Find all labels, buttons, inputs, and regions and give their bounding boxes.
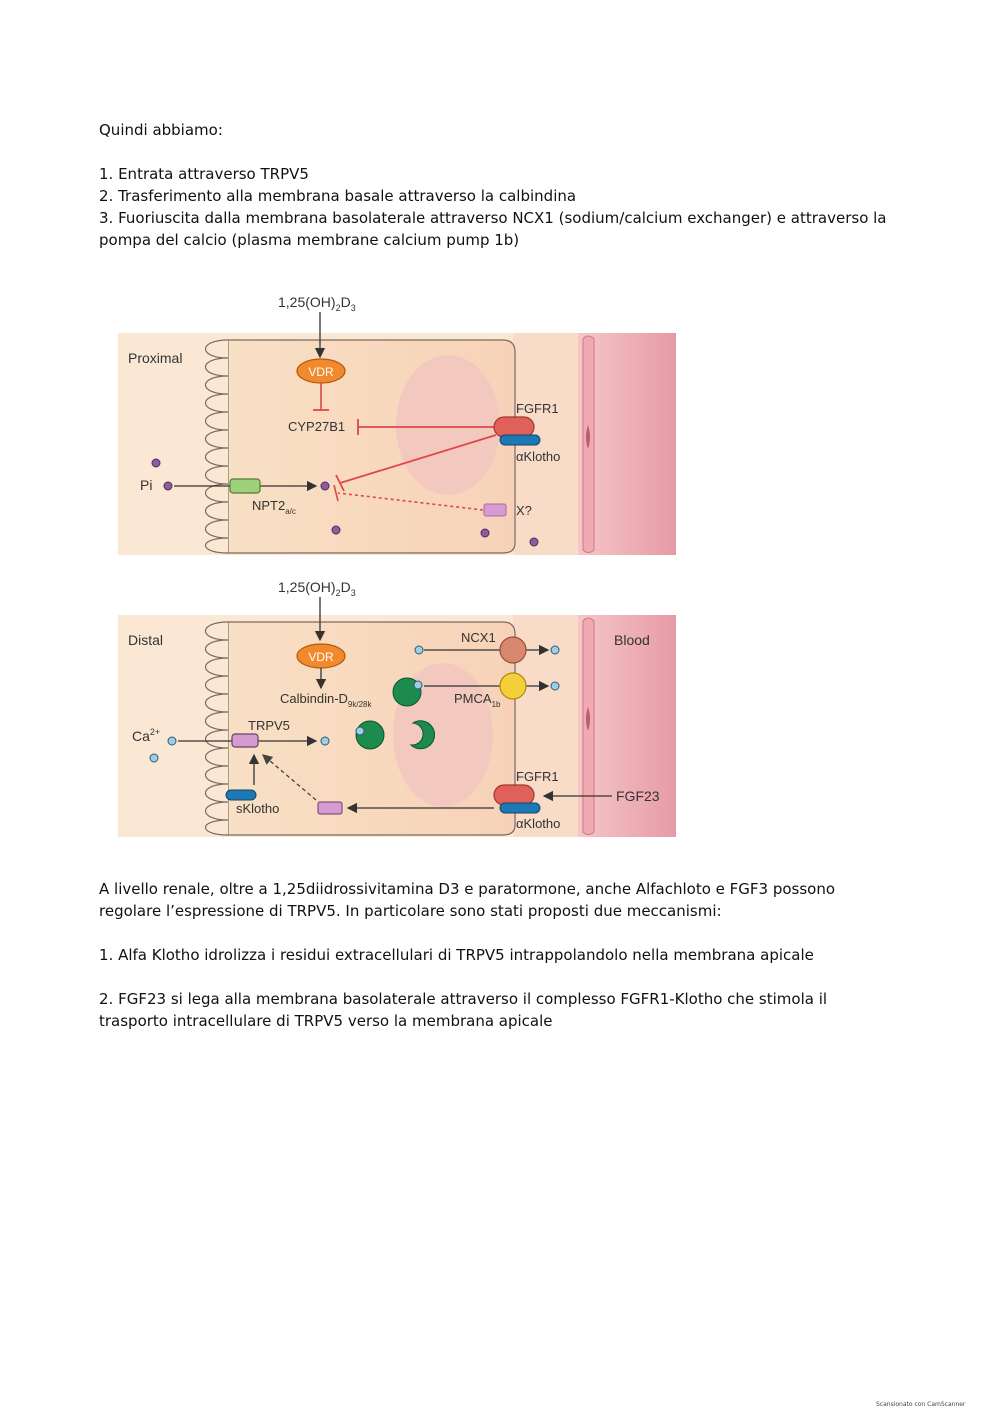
mechanism-2: 2. FGF23 si lega alla membrana basolater… [99,990,828,1030]
pi-particle [163,481,173,491]
pmca-label: PMCA1b [454,691,501,709]
trpv5-trafficking-arrow [262,754,317,801]
proximal-label: Proximal [128,350,182,366]
pmca-pump [499,672,527,700]
scanner-watermark: Scansionato con CamScanner [876,1401,966,1408]
proximal-endothelial-nucleus [586,425,590,449]
pi-particle [320,481,330,491]
x-factor [483,503,507,517]
npt2-transporter [229,478,261,494]
x-npt2-inhibition [337,492,484,511]
distal-klotho-label: αKlotho [516,816,560,831]
proximal-panel: Proximal 1,25(OH)2D3 VDR CYP27B1 FGFR1 α… [118,294,676,555]
step-item: 2. Trasferimento alla membrana basale at… [99,187,577,205]
steps-list: 1. Entrata attraverso TRPV5 2. Trasferim… [99,163,899,251]
distal-endothelial-nucleus [586,707,590,731]
pi-label: Pi [140,477,152,493]
ca-particle [550,645,560,655]
ca-particle [414,645,424,655]
ncx1-label: NCX1 [461,630,496,645]
pi-particle [331,525,341,535]
fgfr1-npt2-inhibition [339,434,497,484]
ca-particle [320,736,330,746]
pi-particle [480,528,490,538]
distal-panel: 1,25(OH)2D3 Distal Blood VDR Calbindin-D… [118,579,676,837]
distal-vdr-label: VDR [308,650,334,664]
x-label: X? [516,503,532,518]
fgfr1-npt2-inhibition-bar [335,474,345,492]
npt2-label: NPT2a/c [252,498,296,516]
step-item: 3. Fuoriuscita dalla membrana basolatera… [99,209,887,249]
pi-particle [529,537,539,547]
sklotho-label: sKlotho [236,801,279,816]
ca-label: Ca2+ [132,727,160,744]
blood-label: Blood [614,632,650,648]
distal-hormone-label: 1,25(OH)2D3 [278,579,356,598]
ca-particle [149,753,159,763]
trpv5-vesicle [317,801,343,815]
proximal-nucleus [396,355,500,495]
mechanism-1: 1. Alfa Klotho idrolizza i residui extra… [99,946,814,964]
proximal-klotho-label: αKlotho [516,449,560,464]
step-item: 1. Entrata attraverso TRPV5 [99,165,309,183]
pi-particle [151,458,161,468]
fgf23-label: FGF23 [616,788,660,804]
distal-fgfr1 [493,784,535,806]
calbindin-label: Calbindin-D9k/28k [280,691,372,709]
paragraph-mechanisms: A livello renale, oltre a 1,25diidrossiv… [99,880,836,920]
proximal-fgfr1 [493,416,535,438]
proximal-klotho [499,434,541,446]
proximal-fgfr1-label: FGFR1 [516,401,559,416]
ca-particle [355,726,365,736]
trpv5-channel [231,733,259,748]
intro-text: Quindi abbiamo: [99,121,223,139]
trpv5-label: TRPV5 [248,718,290,733]
calbindin-protein [409,720,436,750]
sklotho-protein [225,789,257,801]
proximal-vdr-label: VDR [308,365,334,379]
figure-svg: Proximal 1,25(OH)2D3 VDR CYP27B1 FGFR1 α… [118,294,676,837]
proximal-hormone-label: 1,25(OH)2D3 [278,294,356,313]
ca-particle [550,681,560,691]
proximal-microvilli [205,339,229,554]
cyp27b1-label: CYP27B1 [288,419,345,434]
ca-particle [413,680,423,690]
distal-klotho [499,802,541,814]
distal-label: Distal [128,632,163,648]
ca-particle [167,736,177,746]
x-npt2-inhibition-bar [333,484,339,502]
distal-fgfr1-label: FGFR1 [516,769,559,784]
distal-microvilli [205,621,229,836]
ncx1-exchanger [499,636,527,664]
kidney-transport-figure: Proximal 1,25(OH)2D3 VDR CYP27B1 FGFR1 α… [118,285,678,844]
